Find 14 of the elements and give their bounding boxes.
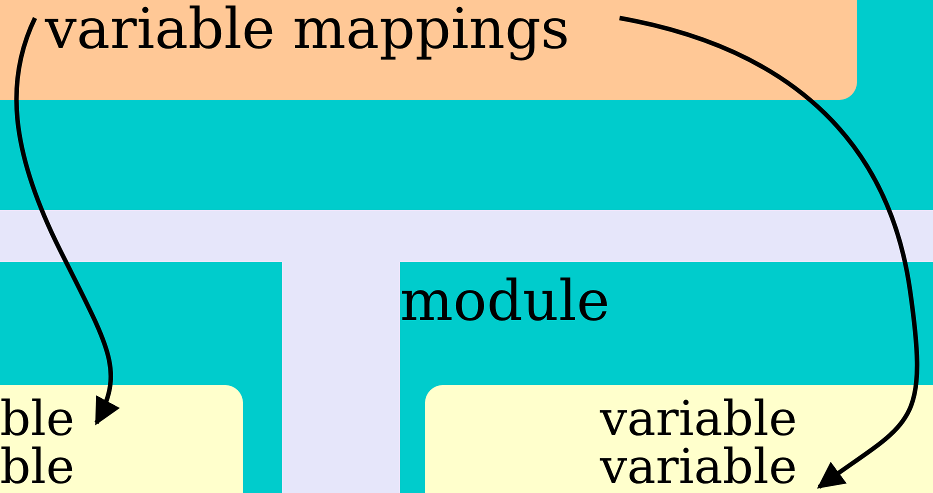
curved-arrow <box>619 16 920 489</box>
variable-box <box>0 385 243 493</box>
panel-heading: module <box>400 274 610 330</box>
text-line: variable <box>600 443 798 491</box>
text-line: ble <box>0 443 74 491</box>
text-line: variable <box>600 395 798 443</box>
band <box>0 0 933 210</box>
module-panel <box>0 262 282 493</box>
variable-box <box>425 385 933 493</box>
box-label: variable mappings <box>45 2 570 58</box>
mapping-box <box>0 0 857 100</box>
curved-arrow <box>14 17 120 426</box>
module-panel <box>400 262 933 493</box>
text-line: ble <box>0 395 74 443</box>
